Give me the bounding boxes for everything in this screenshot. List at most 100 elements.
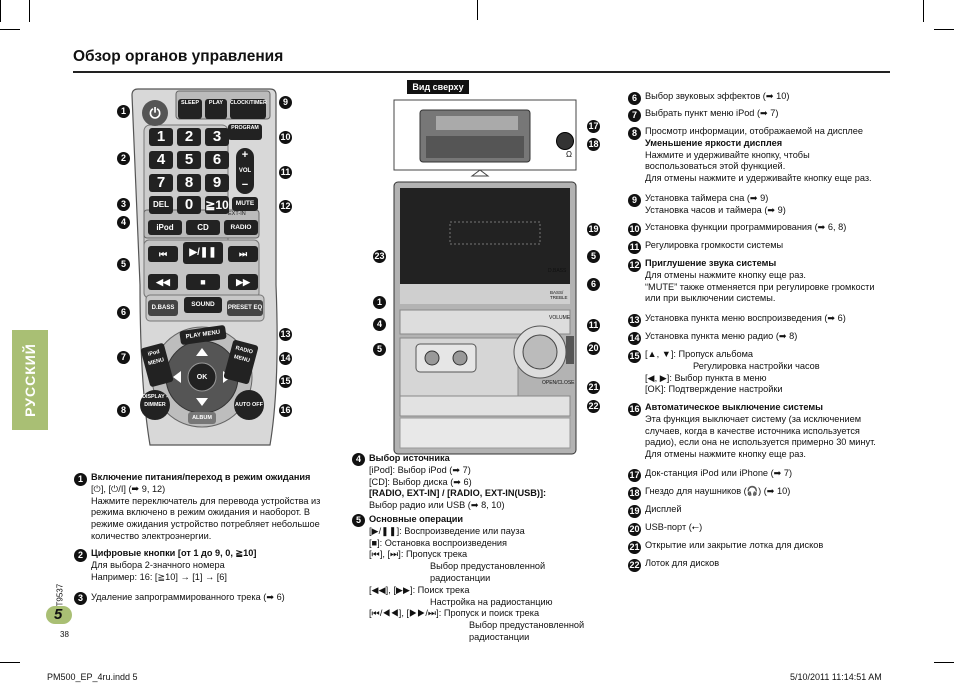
top-view-label: Вид сверху xyxy=(407,80,469,94)
crop-mark xyxy=(0,29,20,30)
callout-16: 16 xyxy=(279,404,292,417)
display-dimmer-button[interactable]: DISPLAY -DIMMER xyxy=(140,390,170,420)
radio-source-button[interactable]: RADIO xyxy=(224,220,258,235)
callout-9: 9 xyxy=(279,96,292,109)
digit-3-button[interactable]: 3 xyxy=(205,128,229,146)
callout-4b: 4 xyxy=(373,318,386,331)
unit-open-close-label: OPEN/CLOSE xyxy=(542,380,575,386)
power-button[interactable]: ⏻ xyxy=(142,100,168,126)
ipod-source-button[interactable]: iPod xyxy=(148,220,182,235)
volume-rocker[interactable]: +VOL− xyxy=(236,148,254,194)
auto-off-button[interactable]: AUTO OFF xyxy=(234,390,264,420)
digit-0-button[interactable]: 0 xyxy=(177,196,201,214)
callout-5c: 5 xyxy=(373,343,386,356)
main-unit-illustration xyxy=(393,99,577,455)
digit-5-button[interactable]: 5 xyxy=(177,151,201,169)
footer-file: PM500_EP_4ru.indd 5 xyxy=(47,672,138,682)
item-1: Включение питания/переход в режим ожидан… xyxy=(91,472,321,541)
digit-7-button[interactable]: 7 xyxy=(149,174,173,192)
callout-15: 15 xyxy=(279,375,292,388)
mute-button[interactable]: MUTE xyxy=(232,197,258,211)
callout-2: 2 xyxy=(117,152,130,165)
callout-17: 17 xyxy=(587,120,600,133)
unit-volume-label: VOLUME xyxy=(549,315,571,321)
item-4-num: 4 xyxy=(352,453,365,466)
digit-4-button[interactable]: 4 xyxy=(149,151,173,169)
headphones-jack[interactable] xyxy=(556,132,574,150)
callout-13: 13 xyxy=(279,328,292,341)
callout-11: 11 xyxy=(279,166,292,179)
page-number-badge xyxy=(46,606,72,624)
unit-dbass-label: D.BASS xyxy=(548,268,567,274)
album-label: ALBUM xyxy=(188,412,216,424)
play-timer-button[interactable]: PLAY xyxy=(205,99,227,119)
item-4: Выбор источника [iPod]: Выбор iPod (➡ 7)… xyxy=(369,453,547,511)
ge10-button[interactable]: ≧10 xyxy=(205,196,229,214)
crop-mark xyxy=(0,662,20,663)
callout-10: 10 xyxy=(279,131,292,144)
callout-22: 22 xyxy=(587,400,600,413)
item-5-num: 5 xyxy=(352,514,365,527)
callout-21: 21 xyxy=(587,381,600,394)
item-3: Удаление запрограммированного трека (➡ 6… xyxy=(91,592,285,602)
callout-20: 20 xyxy=(587,342,600,355)
headphones-icon: Ω xyxy=(566,150,572,159)
crop-mark xyxy=(477,0,478,20)
ext-in-label: EXT-IN xyxy=(228,211,246,217)
skip-back-button[interactable]: ⏮ xyxy=(148,246,178,262)
callout-5: 5 xyxy=(117,258,130,271)
program-button[interactable]: PROGRAM xyxy=(228,124,262,140)
digit-6-button[interactable]: 6 xyxy=(205,151,229,169)
page-title: Обзор органов управления xyxy=(73,48,284,65)
item-2-num: 2 xyxy=(74,549,87,562)
rewind-button[interactable]: ◀◀ xyxy=(148,274,178,290)
callout-14: 14 xyxy=(279,352,292,365)
delete-button[interactable]: DEL xyxy=(149,196,173,214)
callout-8: 8 xyxy=(117,404,130,417)
clock-timer-button[interactable]: CLOCK/TIMER xyxy=(230,99,267,119)
digit-8-button[interactable]: 8 xyxy=(177,174,201,192)
crop-mark xyxy=(0,0,1,22)
cd-source-button[interactable]: CD xyxy=(186,220,220,235)
sleep-button[interactable]: SLEEP xyxy=(178,99,202,119)
skip-forward-button[interactable]: ⏭ xyxy=(228,246,258,262)
item-1-num: 1 xyxy=(74,473,87,486)
crop-mark xyxy=(934,29,954,30)
fast-forward-button[interactable]: ▶▶ xyxy=(228,274,258,290)
sound-button[interactable]: SOUND xyxy=(184,297,222,313)
play-pause-button[interactable]: ▶/❚❚ xyxy=(183,242,223,264)
item-3-num: 3 xyxy=(74,592,87,605)
unit-bass-treble-label: BASS/ TREBLE xyxy=(550,290,568,300)
digit-2-button[interactable]: 2 xyxy=(177,128,201,146)
crop-mark xyxy=(29,0,30,22)
page-number: 5 xyxy=(54,606,63,623)
callout-19: 19 xyxy=(587,223,600,236)
dbass-button[interactable]: D.BASS xyxy=(148,300,178,316)
digit-1-button[interactable]: 1 xyxy=(149,128,173,146)
callout-1b: 1 xyxy=(373,296,386,309)
callout-23: 23 xyxy=(373,250,386,263)
callout-12: 12 xyxy=(279,200,292,213)
crop-mark xyxy=(934,662,954,663)
crop-mark xyxy=(923,0,924,22)
page-38: 38 xyxy=(60,630,69,639)
language-tab-label: РУССКИЙ xyxy=(22,343,38,417)
preset-eq-button[interactable]: PRESET EQ xyxy=(227,300,263,316)
callout-5b: 5 xyxy=(587,250,600,263)
callout-6b: 6 xyxy=(587,278,600,291)
callout-3: 3 xyxy=(117,198,130,211)
callout-11b: 11 xyxy=(587,319,600,332)
stop-button[interactable]: ■ xyxy=(186,274,220,290)
digit-9-button[interactable]: 9 xyxy=(205,174,229,192)
callout-7: 7 xyxy=(117,351,130,364)
language-tab xyxy=(12,330,48,430)
footer-date: 5/10/2011 11:14:51 AM xyxy=(790,672,882,682)
callout-4: 4 xyxy=(117,216,130,229)
callout-6: 6 xyxy=(117,306,130,319)
callout-1: 1 xyxy=(117,105,130,118)
item-2: Цифровые кнопки [от 1 до 9, 0, ≧10] Для … xyxy=(91,548,257,582)
ok-button[interactable]: OK xyxy=(196,374,208,381)
title-rule xyxy=(73,71,890,73)
callout-18: 18 xyxy=(587,138,600,151)
